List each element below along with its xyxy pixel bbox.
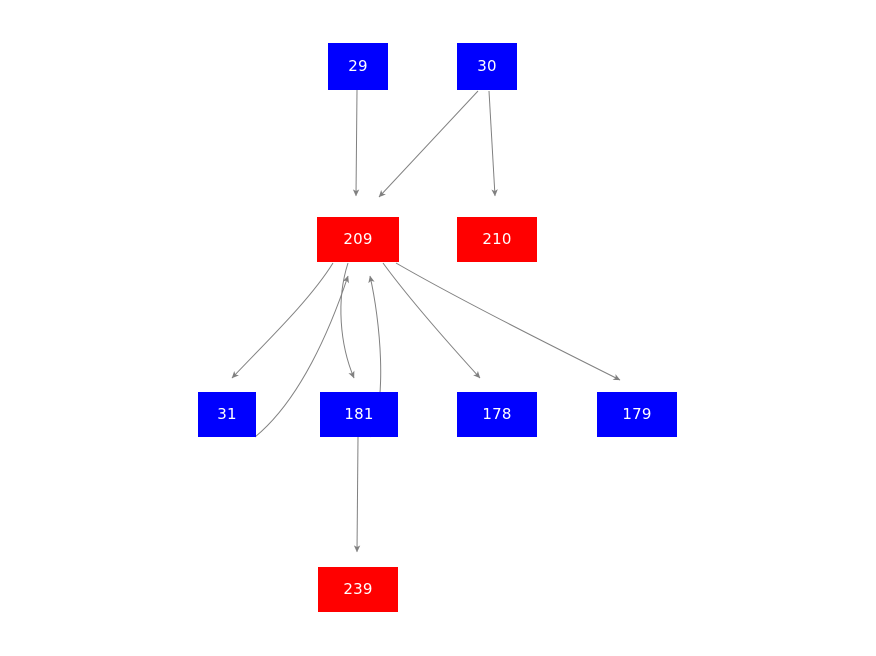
graph-node-label-239: 239 — [343, 580, 373, 598]
graph-edge-209-to-31 — [231, 262, 334, 379]
graph-edge-30-to-210 — [488, 90, 498, 197]
graph-node-label-209: 209 — [343, 230, 373, 248]
graph-edge-181-to-239 — [353, 436, 361, 553]
graph-node-label-181: 181 — [344, 405, 374, 423]
graph-node-30[interactable]: 30 — [457, 43, 517, 90]
graph-node-239[interactable]: 239 — [318, 567, 398, 612]
graph-node-label-178: 178 — [482, 405, 512, 423]
graph-node-179[interactable]: 179 — [597, 392, 677, 437]
graph-node-label-31: 31 — [217, 405, 237, 423]
graph-node-210[interactable]: 210 — [457, 217, 537, 262]
graph-node-label-29: 29 — [348, 57, 368, 75]
graph-node-29[interactable]: 29 — [328, 43, 388, 90]
graph-edge-209-to-181 — [340, 262, 355, 379]
graph-edge-30-to-209 — [378, 90, 479, 198]
graph-node-181[interactable]: 181 — [320, 392, 398, 437]
graph-node-label-210: 210 — [482, 230, 512, 248]
graph-node-label-179: 179 — [622, 405, 652, 423]
graph-edge-209-to-178 — [382, 262, 481, 379]
graph-edge-209-to-179 — [395, 262, 621, 381]
graph-node-178[interactable]: 178 — [457, 392, 537, 437]
graph-node-209[interactable]: 209 — [317, 217, 399, 262]
graph-node-label-30: 30 — [477, 57, 497, 75]
graph-node-31[interactable]: 31 — [198, 392, 256, 437]
graph-edge-29-to-209 — [352, 89, 360, 197]
